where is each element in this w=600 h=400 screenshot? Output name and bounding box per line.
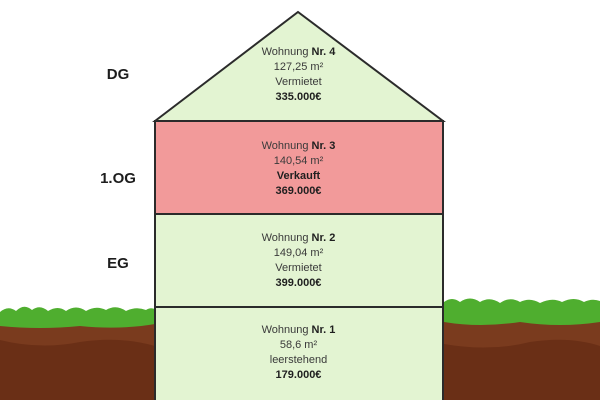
apartment-4-price: 335.000€	[275, 91, 322, 103]
floor-label-dg: DG	[106, 66, 130, 83]
apartment-4-status: Vermietet	[275, 76, 322, 88]
apartment-2-title: Wohnung Nr. 2	[155, 231, 442, 246]
soil-right-shade	[444, 339, 600, 400]
apartment-4-info[interactable]: Wohnung Nr. 4 127,25 m² Vermietet 335.00…	[155, 45, 442, 105]
apartment-2-status: Vermietet	[275, 262, 322, 274]
apartment-4-area: 127,25 m²	[273, 61, 324, 73]
apartment-2-box	[154, 213, 444, 308]
apartment-3-number: Nr. 3	[311, 140, 336, 152]
apartment-3-price: 369.000€	[275, 185, 322, 197]
apartment-1-box	[154, 306, 444, 400]
apartment-1-area: 58,6 m²	[279, 339, 318, 351]
soil-left-shade	[0, 339, 155, 400]
apartment-2-info[interactable]: Wohnung Nr. 2 149,04 m² Vermietet 399.00…	[155, 231, 442, 291]
apartment-4-number: Nr. 4	[311, 46, 336, 58]
apartment-3-box	[154, 120, 444, 215]
grass-left	[0, 306, 155, 328]
apartment-4-title: Wohnung Nr. 4	[155, 45, 442, 60]
apartment-1-number: Nr. 1	[311, 324, 336, 336]
floor-label-eg: EG	[107, 255, 129, 272]
apartment-2-area: 149,04 m²	[273, 247, 324, 259]
apartment-1-info[interactable]: Wohnung Nr. 1 58,6 m² leerstehend 179.00…	[155, 323, 442, 383]
apartment-1-status: leerstehend	[269, 354, 328, 366]
apartment-3-info[interactable]: Wohnung Nr. 3 140,54 m² Verkauft 369.000…	[155, 139, 442, 199]
apartment-4-label: Wohnung	[261, 46, 309, 58]
apartment-2-number: Nr. 2	[311, 232, 336, 244]
apartment-2-price: 399.000€	[275, 277, 322, 289]
apartment-1-label: Wohnung	[261, 324, 309, 336]
apartment-1-price: 179.000€	[275, 369, 322, 381]
apartment-3-status: Verkauft	[276, 170, 321, 182]
floor-label-1og: 1.OG	[100, 170, 136, 187]
apartment-3-label: Wohnung	[261, 140, 309, 152]
apartment-3-area: 140,54 m²	[273, 155, 324, 167]
apartment-1-title: Wohnung Nr. 1	[155, 323, 442, 338]
grass-right	[444, 298, 600, 325]
apartment-3-title: Wohnung Nr. 3	[155, 139, 442, 154]
apartment-2-label: Wohnung	[261, 232, 309, 244]
